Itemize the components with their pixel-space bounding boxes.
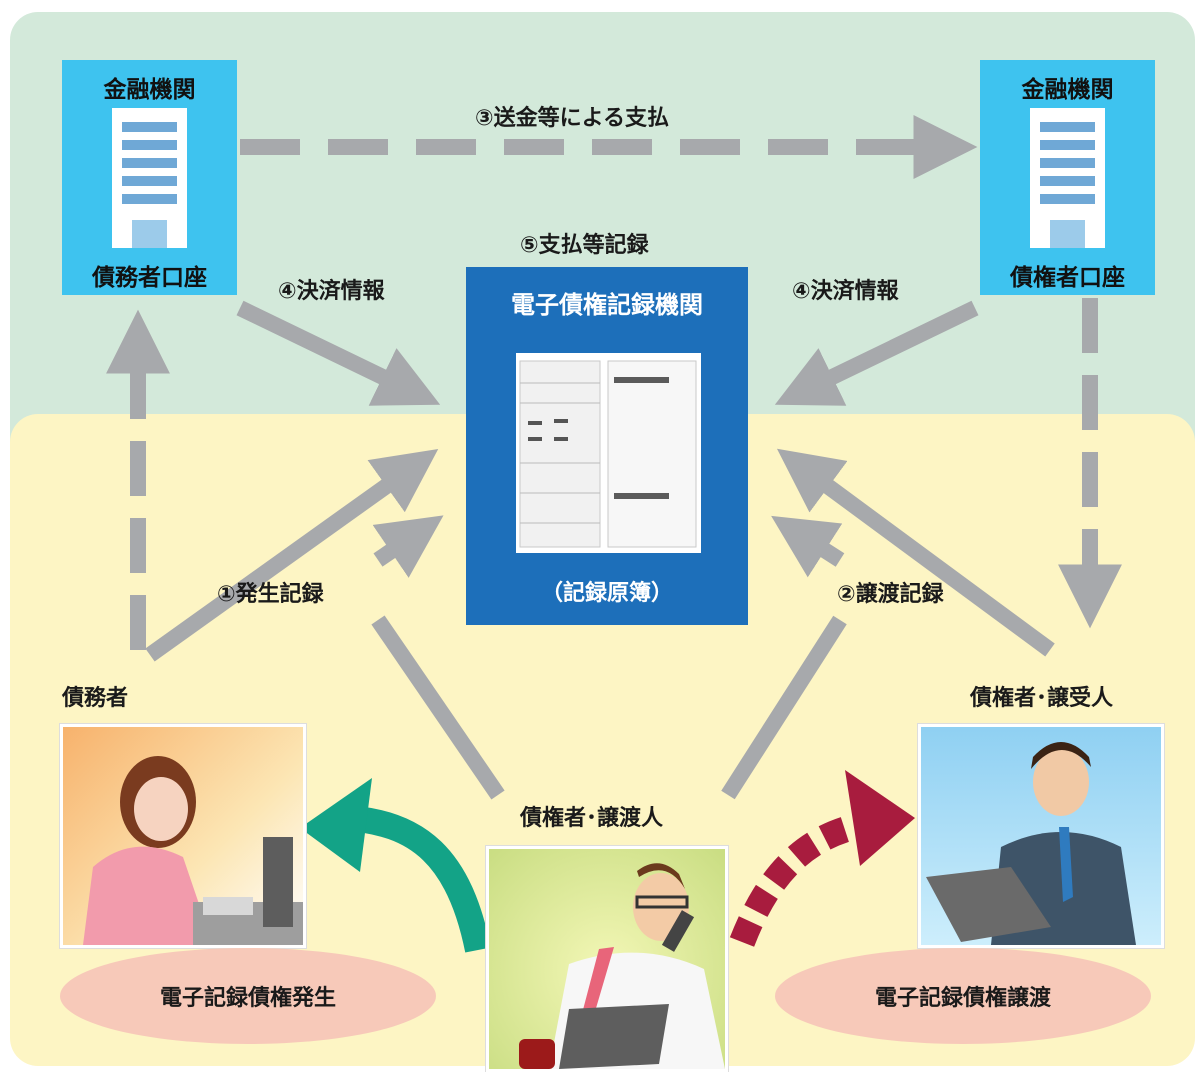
issue-arrow-assignor (371, 615, 505, 800)
creditor-assignee-label: 債権者･譲受人 (970, 686, 1114, 711)
person-at-desk-icon (83, 756, 303, 945)
building-icon (1030, 108, 1105, 248)
settlement-arrow-left (236, 300, 441, 406)
transfer-arrow-assignee (776, 448, 1055, 657)
bank-creditor-account: 金融機関 債権者口座 (980, 60, 1155, 295)
transfer-record-label: ②譲渡記録 (837, 582, 944, 607)
creditor-assignor-photo (486, 846, 728, 1072)
creditor-assignor-label: 債権者･譲渡人 (520, 806, 664, 831)
bank-title: 金融機関 (1021, 77, 1114, 103)
issue-arrow-assignor-tip (372, 515, 444, 578)
issuance-action: 電子記録債権発生 (60, 948, 436, 1044)
payment-record-label: ⑤支払等記録 (520, 233, 649, 258)
transfer-action: 電子記録債権譲渡 (775, 948, 1151, 1044)
bank-debtor-account: 金融機関 債務者口座 (62, 60, 237, 295)
creditor-assignee-photo (918, 724, 1164, 948)
debtor-label: 債務者 (62, 686, 129, 711)
issue-record-label: ①発生記録 (217, 582, 324, 607)
registry-subtitle: （記録原簿） (540, 581, 673, 606)
debtor-photo (60, 724, 306, 948)
issue-arrow-debtor (145, 448, 439, 662)
transfer-action-label: 電子記録債権譲渡 (874, 986, 1051, 1011)
bank-title: 金融機関 (103, 77, 196, 103)
issuance-action-label: 電子記録債権発生 (159, 986, 336, 1011)
transfer-arrow-assignor (721, 615, 847, 800)
payment-label: ③送金等による支払 (475, 106, 669, 131)
registry-title: 電子債権記録機関 (511, 291, 703, 319)
person-with-laptop-icon (926, 742, 1136, 945)
person-on-phone-icon (519, 863, 725, 1069)
settlement-label-left: ④決済情報 (278, 279, 385, 304)
bank-account-label: 債権者口座 (1010, 265, 1125, 291)
issuance-curve-arrowhead (300, 778, 372, 872)
server-rack-icon (516, 353, 701, 553)
settlement-arrow-right (774, 300, 979, 406)
issuance-curve-arrow (339, 805, 491, 953)
settlement-label-right: ④決済情報 (792, 279, 899, 304)
building-icon (112, 108, 187, 248)
transfer-curve-arrowhead (845, 770, 915, 866)
electronic-claims-registry: 電子債権記録機関 （記録原簿） (466, 267, 748, 625)
bank-account-label: 債務者口座 (92, 265, 207, 291)
transfer-arrow-assignor-tip (771, 515, 845, 578)
